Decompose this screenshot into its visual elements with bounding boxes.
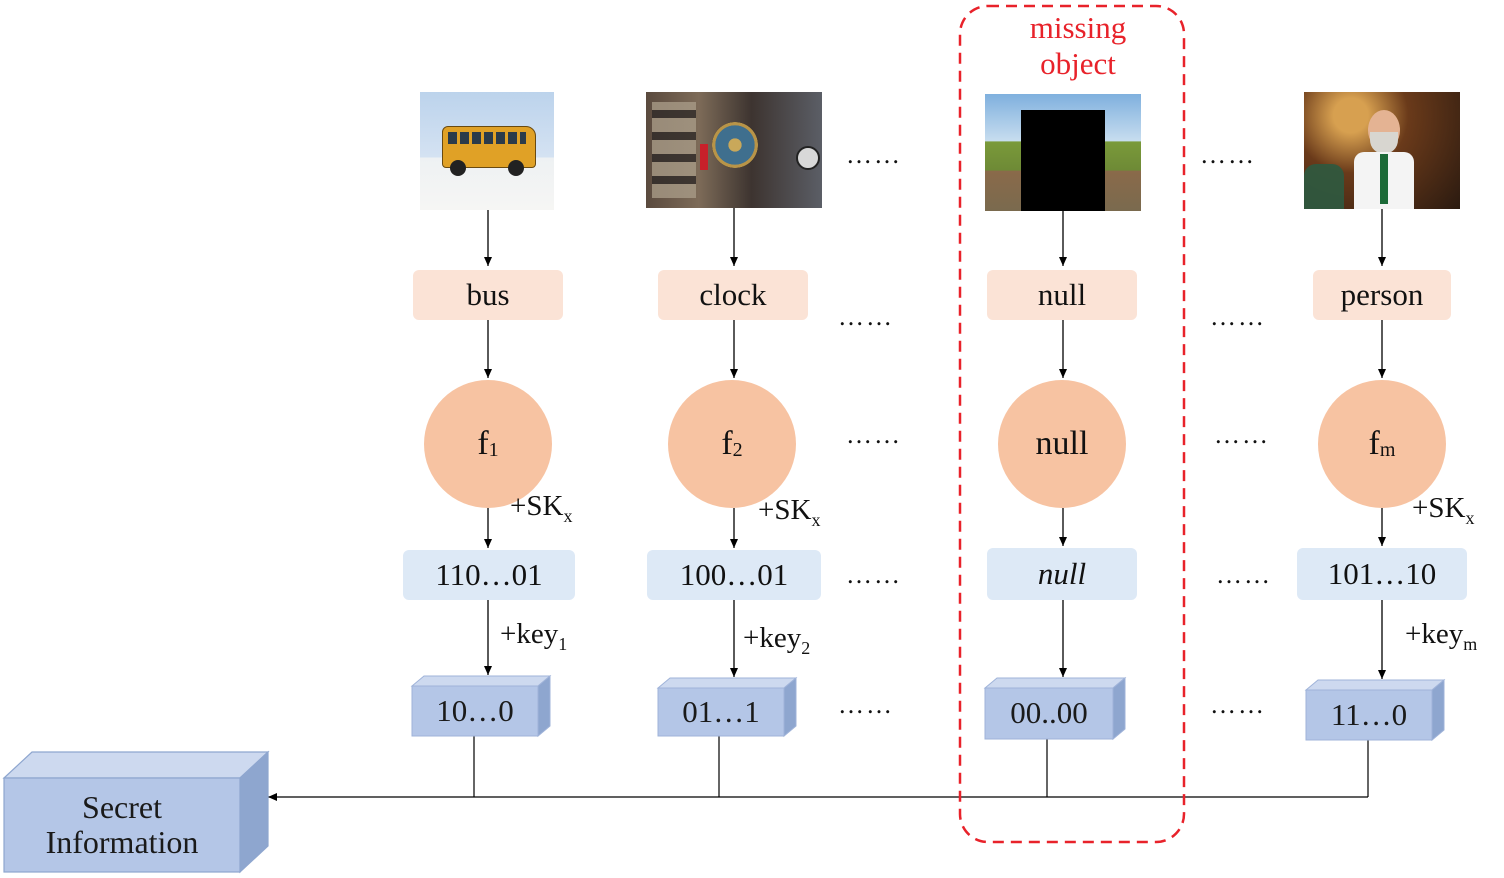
ellipsis-row1-a: …… (846, 140, 902, 169)
ellipsis-row3-a: …… (846, 420, 902, 449)
cube-3 (983, 676, 1127, 741)
key-note-1: +key1 (500, 618, 568, 654)
cube-text-1: 10…0 (436, 692, 514, 728)
clock-photo (646, 92, 822, 208)
missing-object-label: missing object (990, 10, 1166, 81)
bus-wheel-front (450, 160, 466, 176)
code-box-1: 110…01 (403, 550, 575, 600)
clock-flag (700, 144, 708, 170)
bus-windows (448, 132, 526, 144)
secret-information-cube (2, 750, 270, 874)
ellipsis-row4-b: …… (1216, 560, 1272, 589)
function-name-2: f (721, 425, 733, 462)
label-box-1: bus (413, 270, 563, 320)
ellipsis-row5-a: …… (838, 690, 894, 719)
label-box-4: person (1313, 270, 1451, 320)
clock-building-windows (652, 102, 696, 198)
secret-line1: Secret (82, 788, 162, 825)
sk-note-1: +SKx (510, 490, 573, 526)
ellipsis-row3-b: …… (1214, 420, 1270, 449)
secret-information-label: Secret Information (4, 778, 240, 872)
person-crowd (1304, 164, 1344, 209)
person-beard (1370, 132, 1398, 154)
collector-lines (268, 736, 1369, 801)
function-sub-4: m (1379, 438, 1396, 461)
cube-text-2: 01…1 (682, 693, 760, 729)
person-photo (1304, 92, 1460, 209)
function-circle-3: null (998, 380, 1126, 508)
missing-object-line2: object (1040, 45, 1116, 81)
function-name-4: f (1368, 425, 1380, 462)
label-box-3: null (987, 270, 1137, 320)
cube-1 (410, 674, 552, 738)
cube-4 (1304, 678, 1446, 742)
key-note-4: +keym (1405, 618, 1478, 654)
ellipsis-row5-b: …… (1210, 690, 1266, 719)
function-sub-2: 2 (732, 438, 743, 461)
bus-wheel-rear (508, 160, 524, 176)
ellipsis-row4-a: …… (846, 560, 902, 589)
label-box-2: clock (658, 270, 808, 320)
ellipsis-row1-b: …… (1200, 140, 1256, 169)
ellipsis-row2-b: …… (1210, 302, 1266, 331)
masked-landscape-photo (985, 94, 1141, 211)
ellipsis-row2-a: …… (838, 302, 894, 331)
missing-object-highlight (958, 4, 1186, 844)
code-box-2: 100…01 (647, 550, 821, 600)
code-box-4: 101…10 (1297, 548, 1467, 600)
function-sub-1: 1 (488, 438, 499, 461)
clock-small-dial (796, 146, 820, 170)
cube-text-4: 11…0 (1330, 696, 1408, 732)
function-name-3: null (1035, 425, 1089, 462)
code-box-3: null (987, 548, 1137, 600)
function-name-1: f (477, 425, 489, 462)
clock-face (712, 122, 758, 168)
mask-block (1021, 110, 1105, 211)
cube-2 (656, 676, 798, 738)
bus-photo (420, 92, 554, 210)
secret-line2: Information (45, 824, 199, 860)
sk-note-4: +SKx (1412, 492, 1475, 528)
sk-note-2: +SKx (758, 494, 821, 530)
missing-object-line1: missing (1029, 10, 1127, 45)
person-tie (1380, 154, 1388, 204)
key-note-2: +key2 (743, 622, 811, 658)
cube-text-3: 00..00 (1010, 695, 1088, 731)
